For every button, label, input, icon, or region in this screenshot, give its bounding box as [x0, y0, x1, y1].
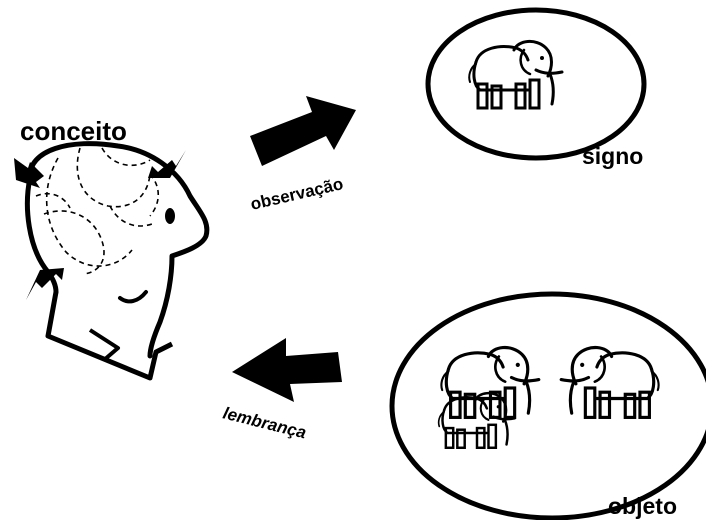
elephant-icon	[439, 345, 541, 419]
elephant-icon	[467, 39, 564, 110]
object-ellipse	[389, 291, 706, 520]
arrow-left-icon	[232, 338, 342, 402]
arrow-right-icon	[250, 96, 356, 166]
sign-label: signo	[582, 143, 643, 169]
sign-ellipse	[425, 7, 647, 161]
memory-label: lembrança	[221, 403, 308, 442]
elephant-icon	[559, 345, 661, 419]
object-label: objeto	[608, 493, 677, 519]
concept-label: conceito	[20, 116, 127, 146]
elephant-icon	[437, 391, 516, 449]
head-icon	[14, 141, 210, 381]
observation-label: observação	[249, 174, 345, 214]
